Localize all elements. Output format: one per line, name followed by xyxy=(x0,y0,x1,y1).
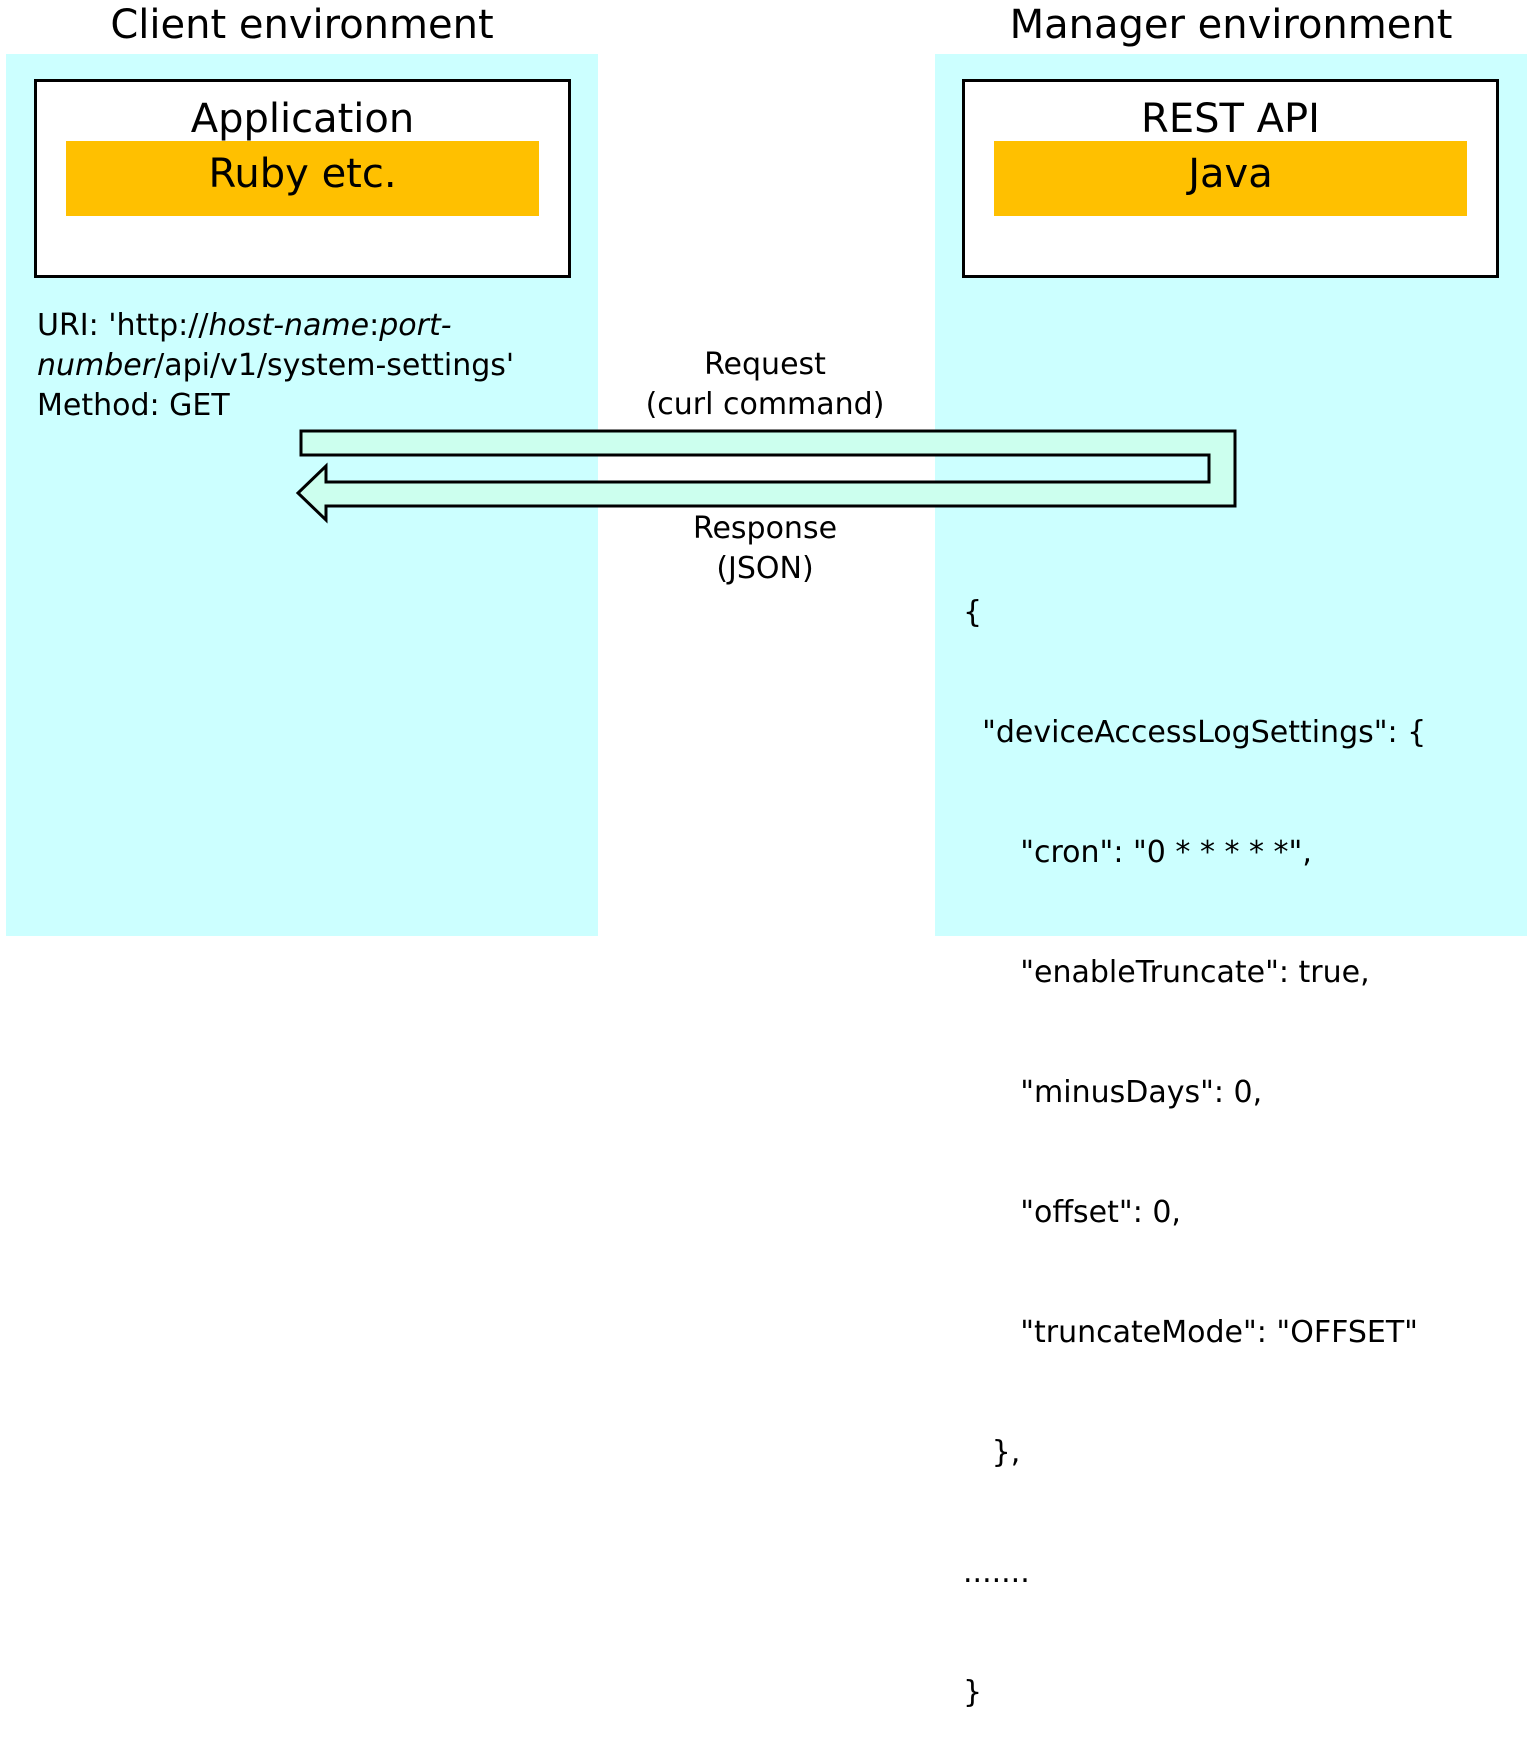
uri-colon: : xyxy=(369,308,380,343)
manager-environment-title: Manager environment xyxy=(1009,2,1453,48)
request-label-line-2: (curl command) xyxy=(645,387,885,422)
json-line: "cron": "0 * * * * *", xyxy=(963,835,1312,870)
json-line: { xyxy=(963,595,983,630)
request-info: URI: 'http://host-name:port- number/api/… xyxy=(37,306,514,426)
uri-port-b: number xyxy=(37,348,155,383)
u-turn-arrow xyxy=(295,429,1237,524)
method-line: Method: GET xyxy=(37,388,230,423)
request-response-arrow xyxy=(295,429,1237,524)
json-line: }, xyxy=(963,1435,1021,1470)
application-box: Application Ruby etc. xyxy=(34,79,571,278)
json-line: "enableTruncate": true, xyxy=(963,955,1370,990)
response-label-line-2: (JSON) xyxy=(716,551,814,586)
uri-line-2: number/api/v1/system-settings' xyxy=(37,346,514,386)
application-title: Application xyxy=(190,96,415,142)
json-line: "truncateMode": "OFFSET" xyxy=(963,1315,1418,1350)
rest-api-title: REST API xyxy=(1141,96,1320,142)
json-line: } xyxy=(963,1675,983,1710)
client-environment-title: Client environment xyxy=(110,2,494,48)
json-line: "deviceAccessLogSettings": { xyxy=(963,715,1427,750)
ruby-tech-label: Ruby etc. xyxy=(66,141,539,216)
uri-path: /api/v1/system-settings' xyxy=(154,348,515,383)
json-line: "offset": 0, xyxy=(963,1195,1181,1230)
rest-api-box: REST API Java xyxy=(962,79,1499,278)
json-line: "minusDays": 0, xyxy=(963,1075,1263,1110)
json-line: ....... xyxy=(963,1555,1030,1590)
uri-port-a: port- xyxy=(379,308,452,343)
request-label-line-1: Request xyxy=(704,347,826,382)
java-tech-label: Java xyxy=(994,141,1467,216)
request-label: Request (curl command) xyxy=(612,345,918,425)
uri-line-1: URI: 'http://host-name:port- xyxy=(37,306,514,346)
response-label: Response (JSON) xyxy=(612,509,918,589)
uri-host: host-name xyxy=(208,308,370,343)
json-response-block: { "deviceAccessLogSettings": { "cron": "… xyxy=(963,513,1426,1753)
uri-prefix: URI: 'http:// xyxy=(37,308,209,343)
response-label-line-1: Response xyxy=(692,511,838,546)
